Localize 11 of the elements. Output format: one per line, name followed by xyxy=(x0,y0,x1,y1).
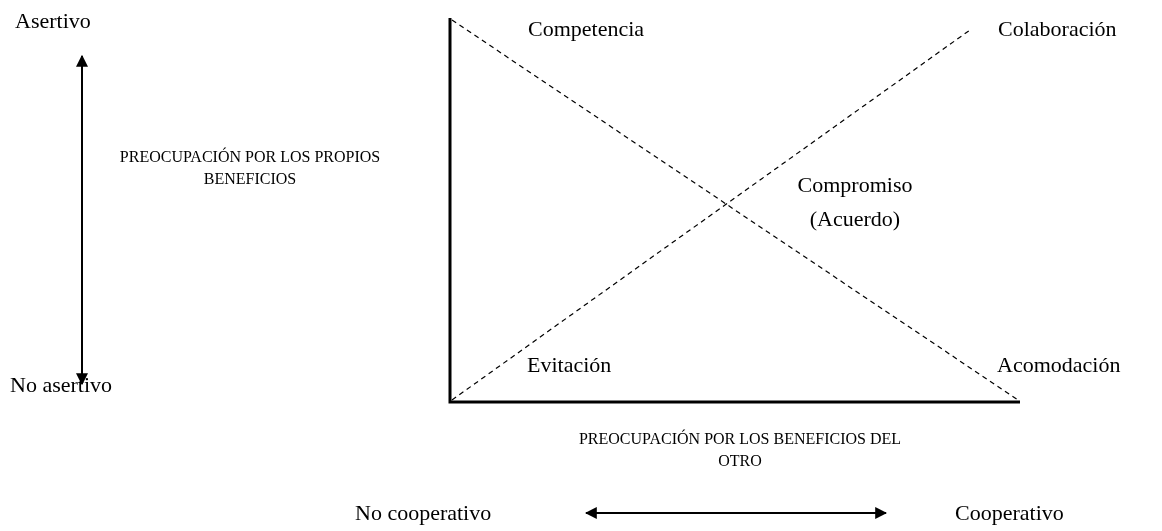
text-label: No cooperativo xyxy=(355,500,492,526)
text-label: Cooperativo xyxy=(955,500,1064,526)
axis-label: PREOCUPACIÓN POR LOS BENEFICIOS DEL OTRO xyxy=(577,428,903,471)
text-label: Asertivo xyxy=(15,8,91,34)
text-label: Acomodación xyxy=(997,352,1121,378)
text-label: No asertivo xyxy=(10,372,113,398)
text-label: Evitación xyxy=(527,352,612,378)
text-label: Colaboración xyxy=(998,16,1117,42)
text-label: Compromiso (Acuerdo) xyxy=(796,171,914,233)
axis-label: PREOCUPACIÓN POR LOS PROPIOS BENEFICIOS xyxy=(118,146,382,189)
text-label: Competencia xyxy=(528,16,645,42)
